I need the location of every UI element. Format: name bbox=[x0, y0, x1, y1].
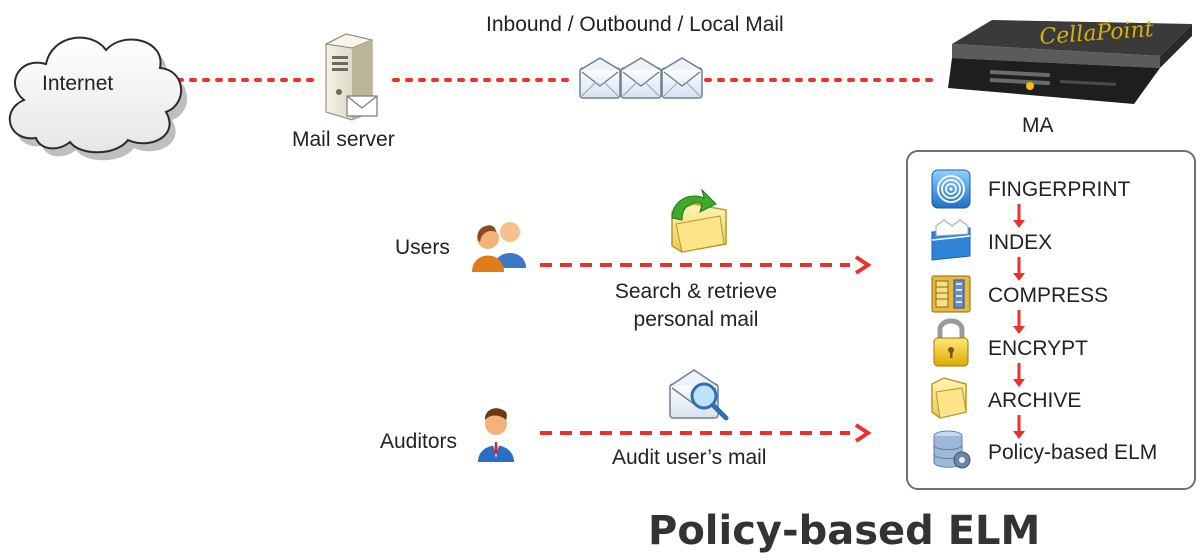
step-arrow bbox=[1013, 204, 1025, 228]
mail-envelopes-icon bbox=[579, 57, 703, 99]
internet-cloud-icon bbox=[8, 36, 188, 161]
compress-icon bbox=[931, 275, 971, 313]
step-archive: ARCHIVE bbox=[988, 389, 1082, 412]
step-index: INDEX bbox=[988, 231, 1053, 254]
audit-label: Audit user’s mail bbox=[612, 446, 767, 469]
search-retrieve-label-line1: Search & retrieve bbox=[614, 280, 778, 303]
step-policy-elm: Policy-based ELM bbox=[988, 441, 1158, 464]
step-arrow bbox=[1013, 415, 1025, 439]
database-gear-icon bbox=[933, 430, 971, 469]
fingerprint-icon bbox=[931, 169, 971, 209]
auditors-label: Auditors bbox=[380, 430, 458, 453]
retrieve-folder-icon bbox=[671, 188, 727, 253]
step-encrypt: ENCRYPT bbox=[988, 337, 1088, 360]
step-fingerprint: FINGERPRINT bbox=[988, 178, 1131, 201]
users-box-connector bbox=[540, 255, 872, 275]
ma-appliance-icon: CellaPoint bbox=[948, 17, 1192, 104]
processing-steps-box bbox=[906, 150, 1196, 490]
diagram-title: Policy-based ELM bbox=[648, 508, 1041, 554]
inbound-outbound-label: Inbound / Outbound / Local Mail bbox=[486, 13, 784, 36]
ma-label: MA bbox=[1022, 114, 1054, 137]
index-icon bbox=[931, 219, 971, 261]
step-arrow bbox=[1013, 363, 1025, 387]
folder-icon bbox=[931, 377, 967, 419]
auditors-box-connector bbox=[540, 423, 872, 443]
users-label: Users bbox=[395, 236, 450, 259]
internet-label: Internet bbox=[42, 72, 114, 95]
step-arrows bbox=[1013, 204, 1025, 439]
mail-server-icon bbox=[324, 33, 378, 121]
step-arrow bbox=[1013, 310, 1025, 334]
mail-server-label: Mail server bbox=[292, 128, 395, 151]
users-icon bbox=[472, 222, 526, 272]
audit-envelope-icon bbox=[669, 369, 729, 421]
step-compress: COMPRESS bbox=[988, 284, 1109, 307]
auditor-icon bbox=[478, 408, 514, 462]
step-arrow bbox=[1013, 257, 1025, 281]
lock-icon bbox=[933, 318, 969, 367]
search-retrieve-label-line2: personal mail bbox=[633, 308, 759, 331]
